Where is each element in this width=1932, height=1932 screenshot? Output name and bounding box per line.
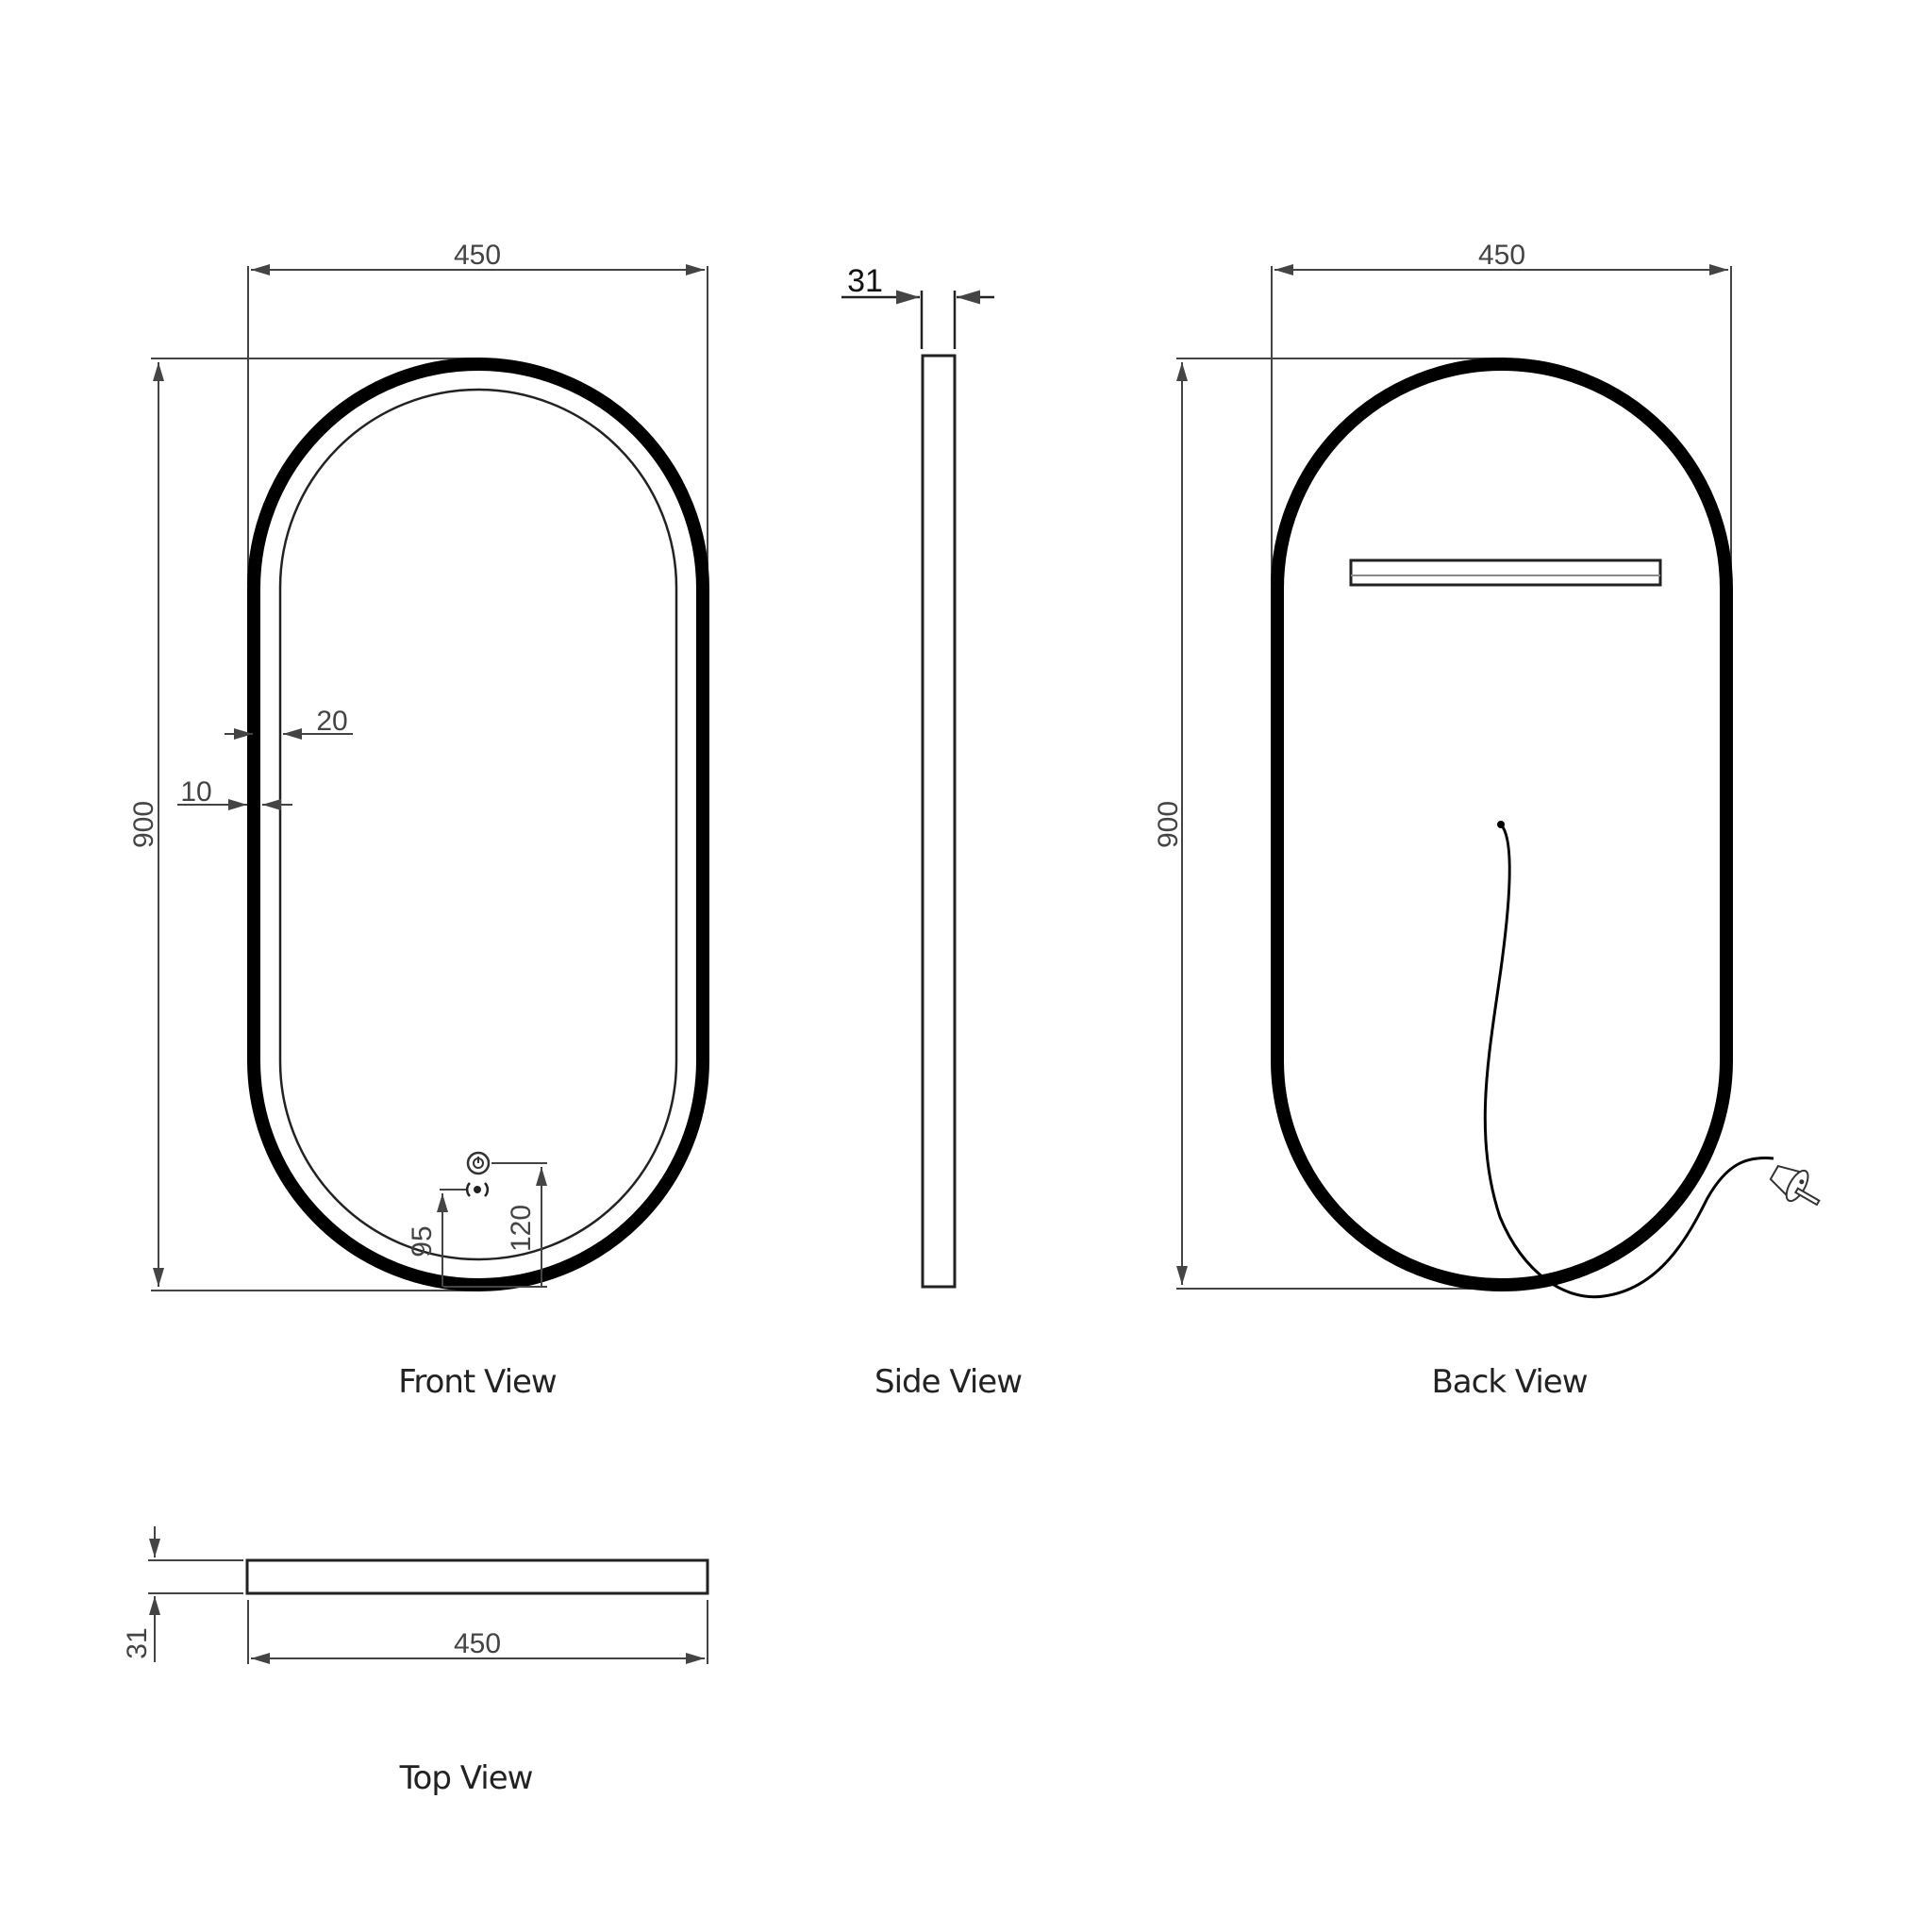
side-view: 31 Side View — [841, 263, 1023, 1401]
top-view: 31 450 Top View — [122, 1526, 709, 1797]
frame-offset-label: 20 — [316, 706, 347, 737]
top-profile — [245, 1558, 709, 1595]
front-width-label: 450 — [454, 240, 501, 271]
front-height-label: 900 — [128, 801, 159, 848]
mirror-frame — [247, 358, 709, 1291]
side-depth-label: 31 — [847, 263, 883, 299]
back-view: 450 900 Back View — [1153, 240, 1821, 1401]
side-profile — [921, 354, 957, 1289]
front-view: 450 900 20 10 120 — [128, 240, 709, 1401]
back-width-label: 450 — [1478, 240, 1525, 271]
front-view-caption: Front View — [398, 1363, 557, 1401]
power-button-icon — [466, 1151, 491, 1175]
back-height-label: 900 — [1153, 801, 1184, 848]
plug-icon — [1769, 1164, 1821, 1207]
cable-entry-point — [1497, 821, 1505, 828]
back-view-caption: Back View — [1431, 1363, 1587, 1401]
touch-sensor-icon — [465, 1182, 490, 1197]
top-width-label: 450 — [454, 1628, 501, 1659]
side-view-caption: Side View — [874, 1363, 1022, 1401]
mirror-frame-back — [1271, 358, 1733, 1291]
top-depth-label: 31 — [122, 1627, 153, 1658]
mounting-bracket — [1349, 558, 1662, 587]
sensor-height-label: 95 — [407, 1225, 438, 1257]
frame-width-label: 10 — [180, 776, 211, 808]
button-height-label: 120 — [506, 1205, 537, 1252]
mirror-glass-edge — [278, 388, 678, 1261]
top-view-caption: Top View — [399, 1759, 533, 1797]
power-cable — [1483, 823, 1774, 1299]
